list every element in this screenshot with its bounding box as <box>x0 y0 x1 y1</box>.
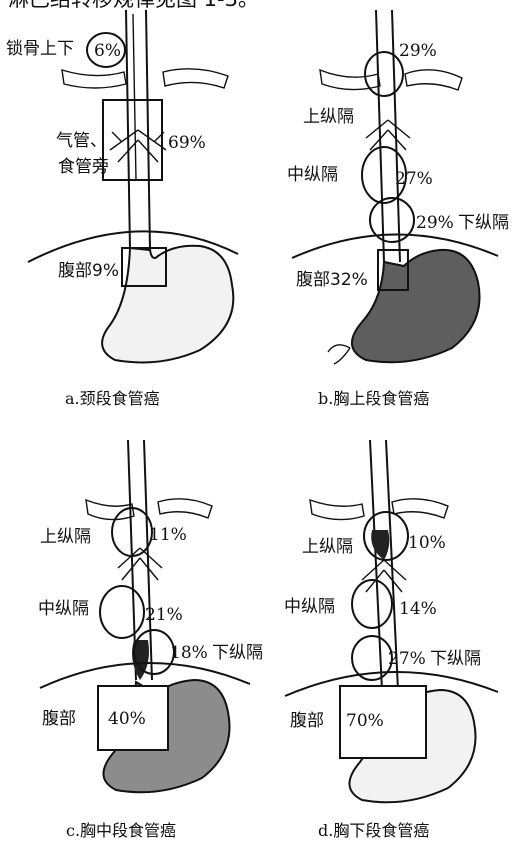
panel-c-caption: c.胸中段食管癌 <box>66 821 176 840</box>
panel-b-top-pct: 29% <box>399 41 437 61</box>
panel-b-lower-pct: 29% <box>416 213 454 233</box>
panel-b-caption: b.胸上段食管癌 <box>318 389 429 408</box>
panel-d-abdominal-label: 腹部 <box>290 711 324 731</box>
panel-a-supraclavicular-pct: 6% <box>94 41 121 61</box>
panel-c-lower-pct: 18% <box>170 643 208 663</box>
panel-c-upper-label: 上纵隔 <box>40 527 91 547</box>
panel-c-middle-thoracic: 上纵隔 11% 中纵隔 21% 18% 下纵隔 腹部 40% c.胸中段食管癌 <box>38 440 263 840</box>
panel-c-middle-pct: 21% <box>145 605 183 625</box>
panel-b-upper-thoracic: 29% 上纵隔 中纵隔 27% 29% 下纵隔 腹部32% b.胸上段食管癌 <box>287 10 509 408</box>
panel-b-middle-label: 中纵隔 <box>287 165 338 185</box>
panel-d-lower-thoracic: 上纵隔 10% 中纵隔 14% 27% 下纵隔 腹部 70% d.胸下段食管癌 <box>284 440 498 840</box>
diaphragm <box>292 234 498 258</box>
panel-b-abdominal-label: 腹部32% <box>296 270 368 290</box>
panel-d-abdominal-pct: 70% <box>346 711 384 731</box>
header-text: 淋巴结转移规律见图 1-3。 <box>8 0 259 11</box>
panel-d-middle-label: 中纵隔 <box>284 597 335 617</box>
panel-d-upper-pct: 10% <box>408 533 446 553</box>
right-clavicle <box>163 69 228 88</box>
middle-node <box>100 586 144 638</box>
stomach <box>352 250 480 362</box>
upper-node <box>365 52 403 96</box>
panel-b-lower-label: 下纵隔 <box>458 213 509 233</box>
panel-d-caption: d.胸下段食管癌 <box>318 821 429 840</box>
panel-a-abdominal-label: 腹部9% <box>58 261 119 281</box>
panel-d-middle-pct: 14% <box>399 599 437 619</box>
panel-c-abdominal-pct: 40% <box>108 709 146 729</box>
panel-a-caption: a.颈段食管癌 <box>65 389 160 408</box>
panel-d-lower-pct: 27% <box>388 649 426 669</box>
middle-node <box>352 580 392 628</box>
panel-a-paratracheal-pct: 69% <box>168 133 206 153</box>
panel-b-middle-pct: 27% <box>395 169 433 189</box>
esophagus <box>376 10 400 262</box>
panel-b-upper-label: 上纵隔 <box>303 107 354 127</box>
panel-c-upper-pct: 11% <box>149 525 187 545</box>
panel-a-paratracheal-label-2: 食管旁 <box>58 157 109 177</box>
panel-a-cervical: 锁骨上下 6% 气管、 食管旁 69% 腹部9% a.颈段食管癌 <box>6 10 238 408</box>
panel-c-lower-label: 下纵隔 <box>212 643 263 663</box>
left-clavicle <box>62 70 126 88</box>
panel-a-supraclavicular-label: 锁骨上下 <box>6 39 74 59</box>
panel-d-lower-label: 下纵隔 <box>430 649 481 669</box>
panel-c-abdominal-label: 腹部 <box>42 709 76 729</box>
panel-c-middle-label: 中纵隔 <box>38 599 89 619</box>
panel-d-upper-label: 上纵隔 <box>302 537 353 557</box>
panel-a-paratracheal-label-1: 气管、 <box>56 131 107 151</box>
